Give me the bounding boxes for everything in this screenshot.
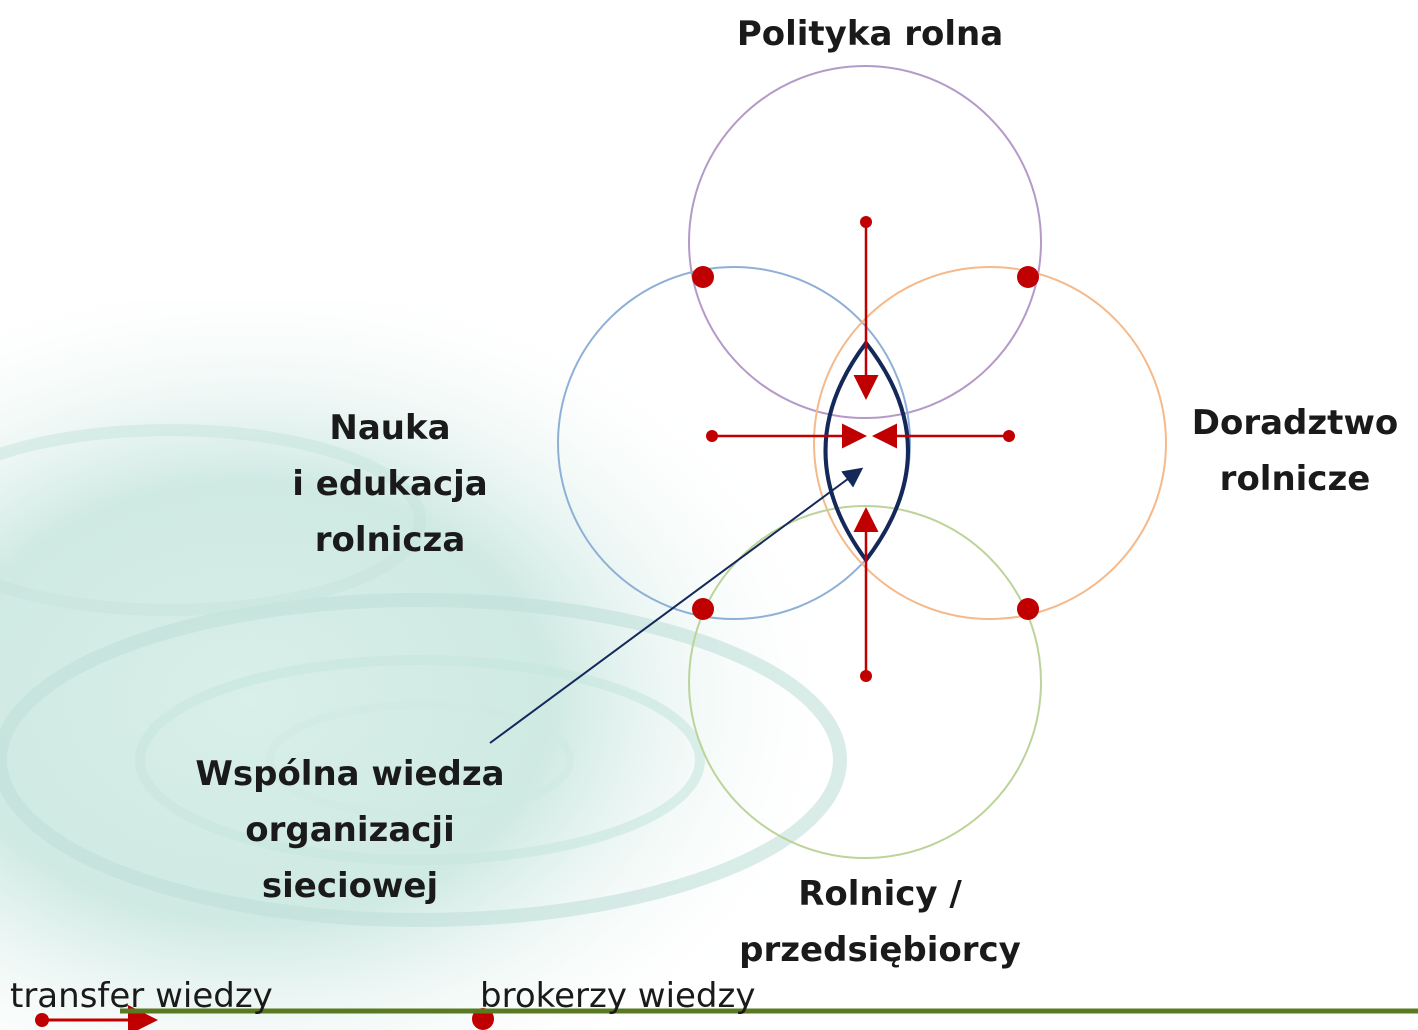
circle-doradztwo: [813, 266, 1167, 620]
transfer-origin-right: [1003, 430, 1015, 442]
label-wspolna-wiedza: Wspólna wiedza organizacji sieciowej: [195, 754, 505, 906]
transfer-origin-bottom: [860, 670, 872, 682]
legend-transfer-label: transfer wiedzy: [10, 976, 273, 1016]
broker-dot: [692, 266, 714, 288]
transfer-origin-top: [860, 216, 872, 228]
circle-polityka: [688, 65, 1042, 419]
circle-rolnicy: [688, 505, 1042, 859]
broker-dot: [1017, 598, 1039, 620]
circle-nauka: [557, 266, 911, 620]
pointer-line: [489, 467, 864, 744]
label-polityka-rolna: Polityka rolna: [736, 14, 1004, 54]
broker-dot: [1017, 266, 1039, 288]
label-nauka: Nauka i edukacja rolnicza: [292, 408, 488, 560]
label-doradztwo: Doradztwo rolnicze: [1191, 403, 1399, 499]
legend-brokers-label: brokerzy wiedzy: [480, 976, 756, 1016]
broker-dot: [692, 598, 714, 620]
transfer-origin-left: [706, 430, 718, 442]
legend-transfer-dot: [35, 1013, 49, 1027]
label-rolnicy: Rolnicy / przedsiębiorcy: [739, 874, 1021, 970]
